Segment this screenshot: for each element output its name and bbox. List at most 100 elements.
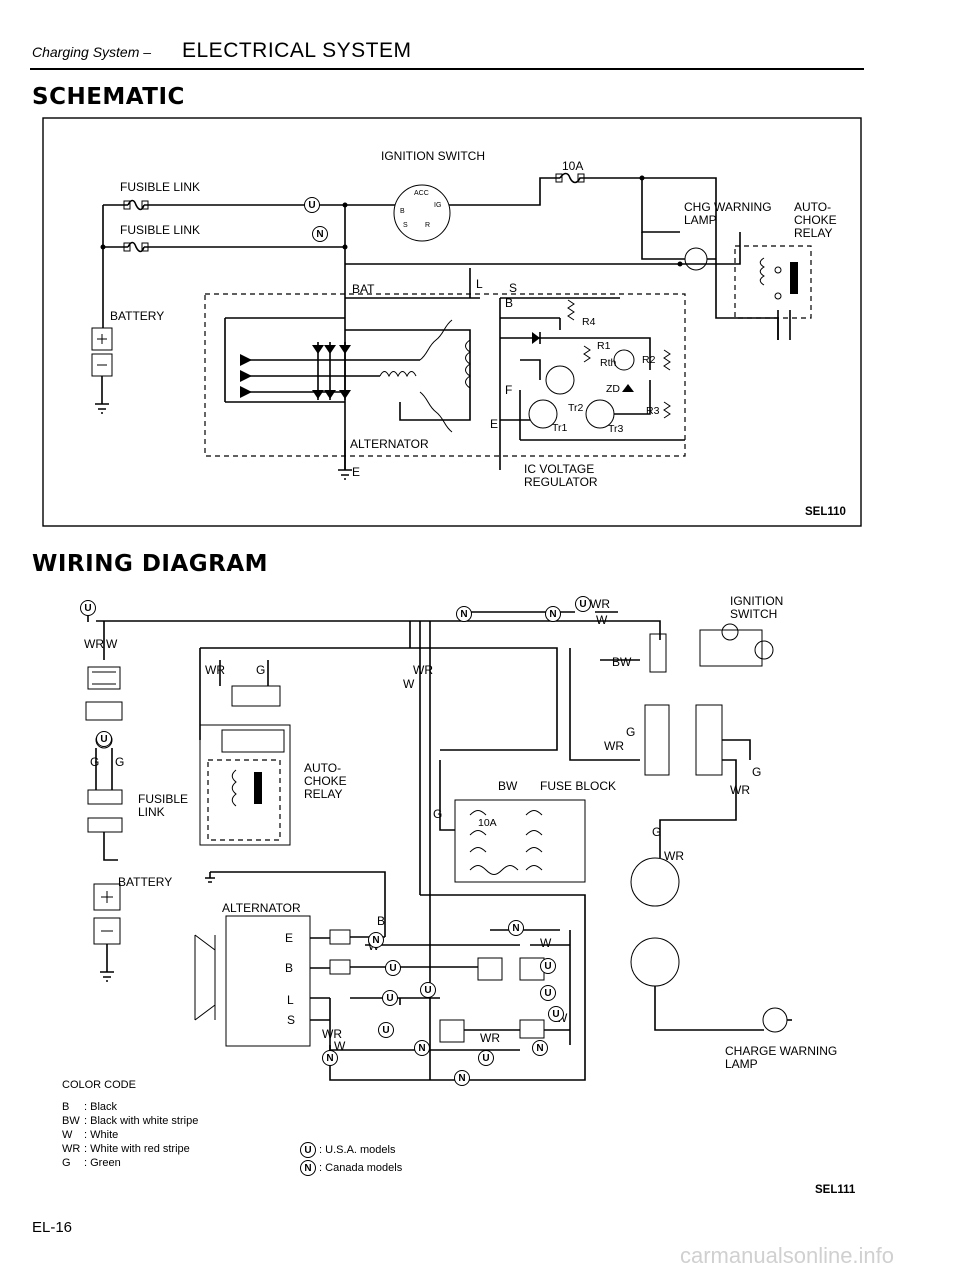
wiring-usa-marker-5: U — [540, 958, 556, 974]
schematic-title: SCHEMATIC — [32, 84, 185, 110]
wiring-b-alt: B — [377, 914, 386, 928]
wiring-alternator-label: ALTERNATOR — [222, 901, 301, 915]
wiring-usa-marker-11: U — [478, 1050, 494, 1066]
wiring-usa-marker-8: U — [382, 990, 398, 1006]
wiring-wr-conn: WR — [604, 739, 624, 753]
wiring-bw-ign: BW — [612, 655, 632, 669]
wiring-wr-top: WR — [590, 597, 610, 611]
wiring-canada-marker-1: N — [456, 606, 472, 622]
wiring-w-top: W — [596, 613, 608, 627]
schem-b2-terminal: B — [400, 208, 405, 215]
wiring-canada-marker-8: N — [454, 1070, 470, 1086]
color-code-list: B: Black BW: Black with white stripe W: … — [62, 1100, 198, 1170]
wiring-charge-warning-lamp-label: CHARGE WARNING LAMP — [725, 1044, 838, 1071]
wiring-wr-round: WR — [664, 849, 684, 863]
schem-f-terminal: F — [505, 383, 513, 397]
schem-tr1-label: Tr1 — [552, 422, 568, 434]
color-code-row: G: Green — [62, 1157, 121, 1169]
model-legend-usa: U : U.S.A. models — [300, 1142, 395, 1158]
model-legend-canada: N : Canada models — [300, 1160, 402, 1176]
schem-ignition-switch-label: IGNITION SWITCH — [381, 149, 485, 163]
wiring-w-alt-3: W — [334, 1039, 346, 1053]
schem-alternator-label: ALTERNATOR — [350, 437, 429, 451]
wiring-auto-choke-relay-label: AUTO- CHOKE RELAY — [304, 761, 347, 801]
schem-auto-choke-relay-label: AUTO- CHOKE RELAY — [794, 200, 837, 240]
schem-fuse-10a-label: 10A — [562, 159, 584, 173]
schem-acc-terminal: ACC — [414, 190, 429, 197]
schem-r-terminal: R — [425, 222, 431, 229]
wiring-g-conn: G — [626, 725, 636, 739]
wiring-g-left-1: G — [90, 755, 100, 769]
wiring-w-mid: W — [403, 677, 415, 691]
wiring-usa-marker-4: U — [385, 960, 401, 976]
header-rule — [30, 68, 864, 70]
schem-e-label: E — [352, 465, 361, 479]
wiring-canada-marker-4: N — [368, 932, 384, 948]
schem-tr2-label: Tr2 — [568, 402, 584, 414]
wiring-wr-battery: WR — [84, 637, 104, 651]
schem-l-terminal: L — [476, 277, 483, 291]
wiring-canada-marker-6: N — [532, 1040, 548, 1056]
wiring-canada-marker-7: N — [322, 1050, 338, 1066]
wiring-usa-marker-9: U — [548, 1006, 564, 1022]
wiring-l-terminal: L — [287, 993, 294, 1007]
wiring-w-battery: W — [106, 637, 118, 651]
wiring-g-relay: G — [256, 663, 266, 677]
schem-usa-marker: U — [304, 197, 320, 213]
page-number: EL-16 — [32, 1219, 73, 1236]
color-code-row: BW: Black with white stripe — [62, 1115, 199, 1127]
schem-ic-voltage-regulator-label: IC VOLTAGE REGULATOR — [524, 462, 598, 489]
wiring-fig-code: SEL111 — [815, 1184, 856, 1196]
wiring-fusible-link-label: FUSIBLE LINK — [138, 792, 189, 819]
wiring-title: WIRING DIAGRAM — [32, 551, 269, 577]
color-code-row: W: White — [62, 1129, 119, 1141]
color-code-title: COLOR CODE — [62, 1079, 136, 1091]
wiring-e-terminal: E — [285, 931, 294, 945]
wiring-wr-right: WR — [730, 783, 750, 797]
schem-chg-warning-lamp-label: CHG WARNING LAMP — [684, 200, 772, 227]
wiring-canada-marker-3: N — [508, 920, 524, 936]
wiring-usa-marker-10: U — [378, 1022, 394, 1038]
schem-battery-label: BATTERY — [110, 309, 165, 323]
wiring-wr-mid: WR — [413, 663, 433, 677]
schem-tr3-label: Tr3 — [608, 423, 624, 435]
wiring-usa-marker-1: U — [80, 600, 96, 616]
schem-ig-terminal: IG — [434, 202, 442, 209]
wiring-canada-marker-2: N — [545, 606, 561, 622]
schem-r2-label: R2 — [642, 354, 656, 366]
wiring-fuse-10a-label: 10A — [478, 817, 497, 829]
schem-canada-marker: N — [312, 226, 328, 242]
schem-r3-label: R3 — [646, 405, 660, 417]
schem-zd-label: ZD — [606, 383, 620, 395]
wiring-g-right: G — [752, 765, 762, 779]
schem-b-terminal: B — [505, 296, 514, 310]
schem-e2-terminal: E — [490, 417, 499, 431]
schem-r1-label: R1 — [597, 340, 611, 352]
header-section-small: Charging System – — [32, 44, 152, 60]
wiring-w-alt-1: W — [540, 936, 552, 950]
schem-s-terminal: S — [509, 281, 518, 295]
wiring-usa-marker-3: U — [96, 731, 112, 747]
wiring-s-terminal: S — [287, 1013, 296, 1027]
wiring-g-round: G — [652, 825, 662, 839]
wiring-g-left-2: G — [115, 755, 125, 769]
wiring-usa-marker-7: U — [540, 985, 556, 1001]
wiring-fuse-block-label: FUSE BLOCK — [540, 779, 617, 793]
wiring-battery-label: BATTERY — [118, 875, 173, 889]
color-code-row: B: Black — [62, 1101, 118, 1113]
wiring-wr-bottom: WR — [322, 1027, 342, 1041]
schem-fusible-link-2-label: FUSIBLE LINK — [120, 223, 201, 237]
watermark: carmanualsonline.info — [680, 1243, 895, 1268]
schem-r4-label: R4 — [582, 316, 596, 328]
schem-fusible-link-1-label: FUSIBLE LINK — [120, 180, 201, 194]
color-code-row: WR: White with red stripe — [62, 1143, 190, 1155]
wiring-usa-marker-6: U — [420, 982, 436, 998]
wiring-canada-marker-5: N — [414, 1040, 430, 1056]
schem-bat-label: BAT — [352, 282, 375, 296]
schematic-fig-code: SEL110 — [805, 506, 846, 518]
wiring-wr-relay: WR — [205, 663, 225, 677]
wiring-b-terminal: B — [285, 961, 294, 975]
wiring-usa-marker-2: U — [575, 596, 591, 612]
